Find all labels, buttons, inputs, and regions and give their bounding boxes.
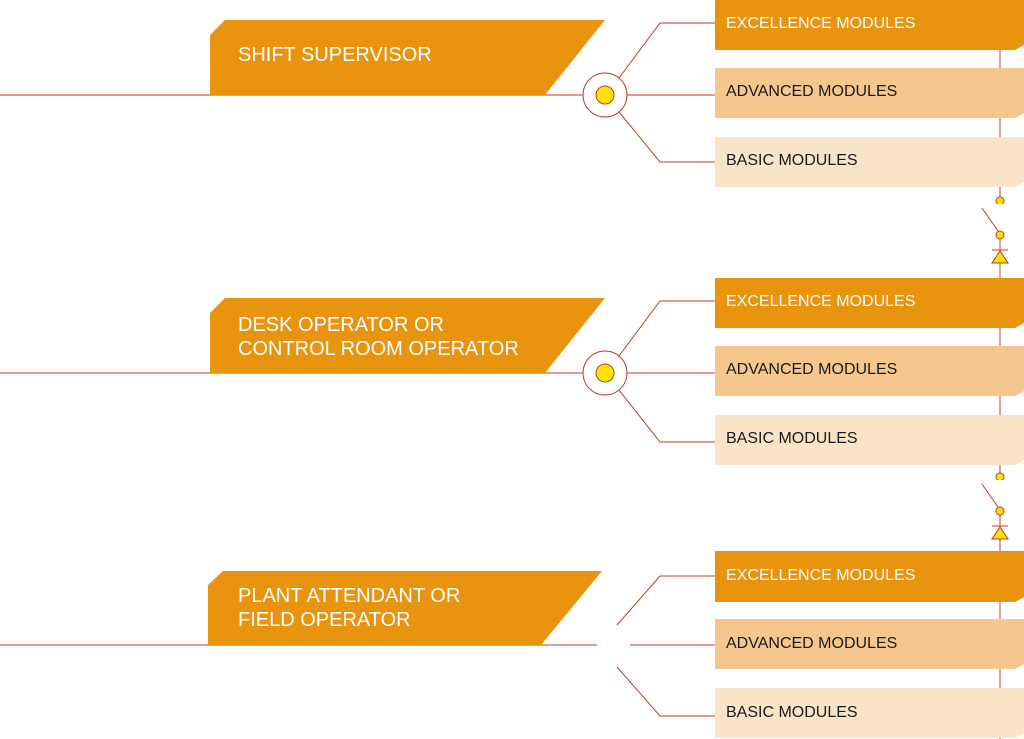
switch-icon: [981, 207, 999, 232]
diode-icon: [991, 250, 1009, 264]
connector-1: [981, 196, 1009, 264]
advanced-module-box: [715, 619, 1024, 669]
advanced-module-box: [715, 68, 1024, 118]
tier-1: SHIFT SUPERVISOR EXCELLENCE MODULES ADVA…: [0, 0, 1024, 187]
branch-line-excellence: [618, 22, 715, 79]
advanced-module-label: ADVANCED MODULES: [726, 635, 897, 652]
spine-gap: [994, 204, 1006, 234]
advanced-module-label: ADVANCED MODULES: [726, 361, 897, 378]
basic-module-box: [715, 137, 1024, 187]
switch-icon-bottom-contact: [995, 506, 1005, 516]
excellence-module-label: EXCELLENCE MODULES: [726, 293, 915, 310]
basic-module-label: BASIC MODULES: [726, 704, 858, 721]
role-label-line-1: SHIFT SUPERVISOR: [238, 44, 432, 66]
basic-module-box: [715, 688, 1024, 738]
role-label-line-2: FIELD OPERATOR: [238, 609, 411, 631]
node-circle: [582, 72, 628, 118]
advanced-module-box: [715, 346, 1024, 396]
advanced-module-label: ADVANCED MODULES: [726, 83, 897, 100]
basic-module-label: BASIC MODULES: [726, 430, 858, 447]
node-circle: [582, 350, 628, 396]
spine-gap: [994, 480, 1006, 510]
branch-line-basic: [618, 389, 715, 443]
role-label-line-1: DESK OPERATOR OR: [238, 314, 444, 336]
role-banner: [208, 571, 602, 645]
diode-icon: [991, 526, 1009, 540]
basic-module-label: BASIC MODULES: [726, 152, 858, 169]
branch-line-excellence: [618, 300, 715, 357]
switch-icon-top-contact: [995, 472, 1005, 482]
basic-module-box: [715, 415, 1024, 465]
tier-3: PLANT ATTENDANT OR FIELD OPERATOR EXCELL…: [0, 551, 1024, 738]
role-banner: [210, 20, 605, 95]
role-label-line-1: PLANT ATTENDANT OR: [238, 585, 460, 607]
excellence-module-box: [715, 278, 1024, 328]
node-dot: [595, 85, 615, 105]
switch-icon-top-contact: [995, 196, 1005, 206]
excellence-module-label: EXCELLENCE MODULES: [726, 15, 915, 32]
branch-line-excellence: [616, 575, 715, 626]
switch-icon: [981, 483, 999, 508]
node-dot: [595, 363, 615, 383]
branch-line-basic: [618, 111, 715, 163]
role-label-line-2: CONTROL ROOM OPERATOR: [238, 338, 519, 360]
excellence-module-box: [715, 0, 1024, 50]
excellence-module-label: EXCELLENCE MODULES: [726, 567, 915, 584]
tier-2: DESK OPERATOR OR CONTROL ROOM OPERATOR E…: [0, 278, 1024, 465]
branch-line-basic: [616, 666, 715, 717]
connector-2: [981, 472, 1009, 540]
role-banner: [210, 298, 605, 373]
switch-icon-bottom-contact: [995, 230, 1005, 240]
excellence-module-box: [715, 551, 1024, 602]
